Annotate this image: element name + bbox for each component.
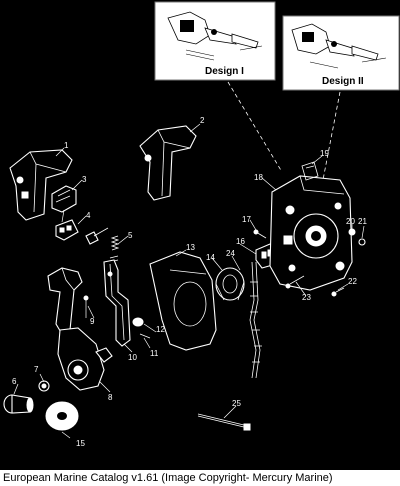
callout-14: 14 — [206, 253, 215, 262]
callout-numbers: 1 2 3 4 5 6 7 8 9 10 11 12 13 14 15 16 1… — [12, 116, 367, 448]
callout-5: 5 — [128, 231, 133, 240]
part-25-cable-tie — [197, 413, 251, 431]
callout-21: 21 — [358, 217, 367, 226]
callout-20: 20 — [346, 217, 355, 226]
callout-19: 19 — [320, 149, 329, 158]
callout-11: 11 — [150, 349, 159, 358]
part-22-screw — [331, 287, 345, 297]
part-4-connector — [55, 219, 109, 245]
part-11-pin — [139, 333, 151, 339]
callout-25: 25 — [232, 399, 241, 408]
callout-1: 1 — [64, 141, 69, 150]
inset-design-1-drawing — [167, 11, 263, 61]
part-2-handle — [139, 125, 197, 201]
part-18-housing — [269, 175, 353, 291]
part-6-knob — [3, 394, 34, 414]
part-12-washer — [132, 317, 144, 327]
caption-bar: European Marine Catalog v1.61 (Image Cop… — [0, 470, 400, 486]
part-13-cover-plate — [149, 251, 217, 351]
callout-8: 8 — [108, 393, 113, 402]
callout-10: 10 — [128, 353, 137, 362]
inset-design-2-drawing — [291, 23, 387, 69]
callout-24: 24 — [226, 249, 235, 258]
part-8-cam-arm — [57, 327, 113, 391]
inset-design-1: Design I — [154, 1, 276, 81]
callout-18: 18 — [254, 173, 263, 182]
exploded-view-drawing: Design I Design II — [3, 1, 400, 448]
callout-17: 17 — [242, 215, 251, 224]
callout-6: 6 — [12, 377, 17, 386]
callout-9: 9 — [90, 317, 95, 326]
catalog-caption: European Marine Catalog v1.61 (Image Cop… — [3, 472, 333, 484]
part-9-lever — [47, 267, 89, 335]
inset-design-2-leader — [321, 91, 341, 186]
part-5-spring — [109, 235, 120, 263]
inset-design-2-title: Design II — [322, 76, 364, 87]
part-21-washer — [358, 238, 366, 246]
part-14-bushing — [215, 267, 245, 301]
inset-design-1-title: Design I — [205, 66, 244, 77]
callout-23: 23 — [302, 293, 311, 302]
part-3-switch — [51, 185, 77, 223]
part-17-screw — [253, 229, 267, 239]
part-24-harness — [249, 261, 262, 379]
callout-2: 2 — [200, 116, 205, 125]
callout-3: 3 — [82, 175, 87, 184]
part-7-screw — [38, 380, 50, 392]
part-15-washer — [45, 401, 79, 439]
callout-22: 22 — [348, 277, 357, 286]
part-19-clip — [301, 161, 319, 181]
inset-design-2: Design II — [282, 15, 400, 91]
callout-7: 7 — [34, 365, 39, 374]
callout-15: 15 — [76, 439, 85, 448]
callout-4: 4 — [86, 211, 91, 220]
callout-leaders — [13, 123, 365, 419]
callout-13: 13 — [186, 243, 195, 252]
part-10-bracket — [103, 259, 131, 347]
callout-12: 12 — [156, 325, 165, 334]
inset-design-1-leader — [227, 81, 283, 173]
callout-16: 16 — [236, 237, 245, 246]
part-1-handle — [9, 149, 73, 221]
part-23-screw — [285, 275, 305, 289]
